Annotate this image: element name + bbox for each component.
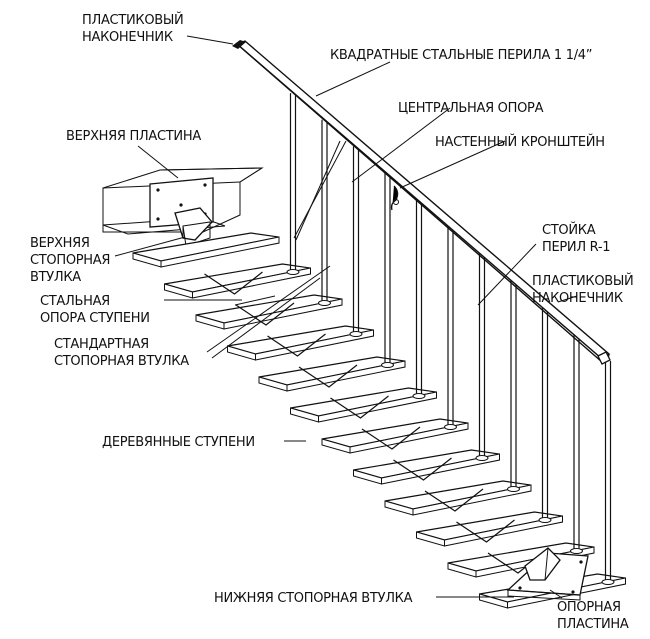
label-bottom-lock-sleeve: НИЖНЯЯ СТОПОРНАЯ ВТУЛКА bbox=[214, 591, 413, 606]
baluster-post bbox=[570, 332, 583, 555]
baluster-posts bbox=[286, 93, 615, 586]
label-baluster-1: СТОЙКА bbox=[542, 222, 596, 238]
step-support bbox=[424, 488, 484, 512]
label-top-lock-sleeve-3: ВТУЛКА bbox=[30, 270, 81, 285]
tread bbox=[258, 356, 406, 392]
label-base-plate-1: ОПОРНАЯ bbox=[557, 600, 621, 615]
baluster-post bbox=[507, 279, 520, 493]
label-baluster-2: ПЕРИЛ R-1 bbox=[542, 240, 610, 255]
leader-lines bbox=[114, 35, 578, 599]
tread bbox=[132, 232, 280, 268]
label-steel-step-support-2: ОПОРА СТУПЕНИ bbox=[40, 311, 150, 326]
tread bbox=[227, 325, 374, 361]
baluster-post bbox=[412, 199, 426, 400]
baluster-post bbox=[318, 119, 331, 307]
baluster-post bbox=[475, 252, 489, 462]
step-support bbox=[298, 364, 358, 388]
step-support bbox=[235, 302, 295, 326]
step-support bbox=[456, 519, 515, 543]
step-support bbox=[267, 333, 326, 357]
tread bbox=[290, 387, 437, 423]
label-steel-step-support-1: СТАЛЬНАЯ bbox=[40, 294, 110, 309]
label-wooden-steps: ДЕРЕВЯННЫЕ СТУПЕНИ bbox=[102, 435, 255, 450]
baluster-post bbox=[444, 226, 457, 431]
tread bbox=[353, 449, 500, 485]
label-base-plate-2: ПЛАСТИНА bbox=[557, 617, 629, 632]
label-plastic-cap-top-2: НАКОНЕЧНИК bbox=[82, 30, 173, 45]
step-support bbox=[393, 457, 452, 481]
plastic-cap-bottom bbox=[597, 351, 611, 365]
plastic-cap-top bbox=[232, 40, 246, 49]
baluster-post bbox=[381, 172, 394, 369]
step-support bbox=[330, 395, 389, 419]
tread bbox=[416, 511, 563, 547]
step-support bbox=[204, 271, 263, 295]
baluster-post bbox=[538, 305, 552, 524]
label-wall-bracket: НАСТЕННЫЙ КРОНШТЕЙН bbox=[435, 134, 605, 150]
tread bbox=[384, 480, 532, 516]
baluster-post bbox=[286, 93, 300, 276]
label-plastic-cap-bottom-2: НАКОНЕЧНИК bbox=[532, 291, 623, 306]
baluster-post bbox=[601, 359, 615, 586]
label-central-support: ЦЕНТРАЛЬНАЯ ОПОРА bbox=[398, 101, 544, 116]
tread bbox=[164, 263, 311, 299]
wall-bracket bbox=[390, 185, 399, 211]
baluster-post bbox=[349, 146, 363, 338]
label-top-plate: ВЕРХНЯЯ ПЛАСТИНА bbox=[66, 129, 201, 144]
annotation-labels: ПЛАСТИКОВЫЙ НАКОНЕЧНИК КВАДРАТНЫЕ СТАЛЬН… bbox=[30, 12, 634, 632]
label-top-lock-sleeve-1: ВЕРХНЯЯ bbox=[30, 236, 90, 251]
label-standard-lock-sleeve-2: СТОПОРНАЯ ВТУЛКА bbox=[54, 354, 189, 369]
bottom-lock-sleeve bbox=[524, 547, 561, 581]
label-standard-lock-sleeve-1: СТАНДАРТНАЯ bbox=[54, 337, 149, 352]
tread bbox=[321, 418, 469, 454]
label-top-lock-sleeve-2: СТОПОРНАЯ bbox=[30, 253, 110, 268]
label-plastic-cap-bottom-1: ПЛАСТИКОВЫЙ bbox=[532, 273, 633, 289]
step-support bbox=[361, 426, 421, 450]
top-lock-sleeve bbox=[174, 207, 213, 247]
label-square-rail: КВАДРАТНЫЕ СТАЛЬНЫЕ ПЕРИЛА 1 1/4” bbox=[330, 48, 592, 63]
label-plastic-cap-top-1: ПЛАСТИКОВЫЙ bbox=[82, 12, 183, 28]
